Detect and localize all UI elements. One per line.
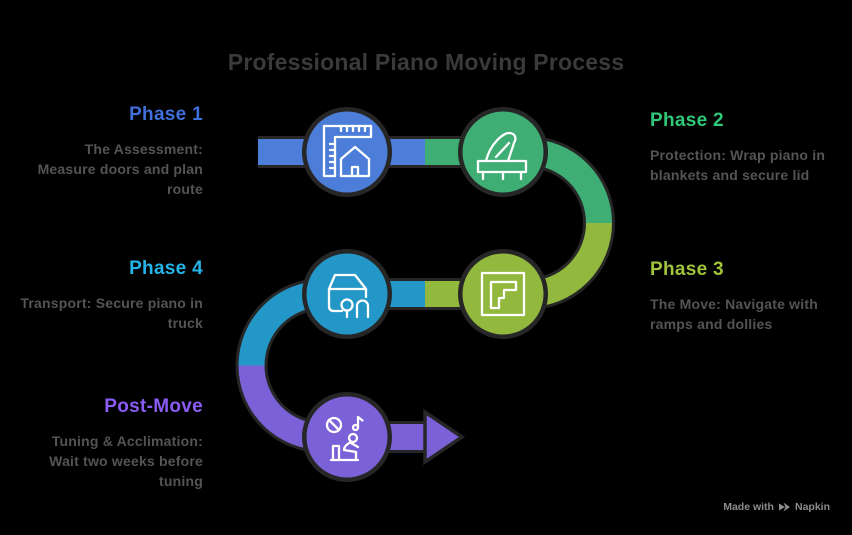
phase-4-desc-line: truck — [167, 315, 203, 331]
post-move-text-block: Post-Move Tuning & Acclimation: Wait two… — [3, 396, 203, 491]
phase-3-node — [458, 249, 548, 339]
phase-4-label: Phase 4 — [129, 258, 203, 279]
made-with-attribution[interactable]: Made with Napkin — [723, 501, 830, 513]
phase-1-desc-line: The Assessment: — [84, 141, 203, 157]
phase-4-desc-line: Transport: Secure piano in — [20, 295, 203, 311]
moving-truck-icon — [327, 273, 370, 319]
phase-4-description: Transport: Secure piano in truck — [3, 293, 203, 333]
phase-4-node — [302, 249, 392, 339]
phase-2-desc-line: Protection: Wrap piano in — [650, 147, 826, 163]
napkin-logo-icon — [778, 502, 790, 512]
post-move-desc-line: tuning — [159, 473, 203, 489]
grand-piano-icon — [476, 131, 528, 181]
phase-3-desc-line: ramps and dollies — [650, 316, 773, 332]
connector-path — [235, 136, 615, 466]
phase-1-desc-line: Measure doors and plan — [37, 161, 203, 177]
phase-2-node — [458, 107, 548, 197]
phase-nodes — [302, 107, 548, 482]
phase-1-desc-line: route — [167, 181, 203, 197]
post-move-label: Post-Move — [104, 396, 203, 417]
phase-3-desc-line: The Move: Navigate with — [650, 296, 818, 312]
napkin-brand-text: Napkin — [794, 501, 830, 513]
phase-1-description: The Assessment: Measure doors and plan r… — [3, 139, 203, 199]
ruler-house-icon — [322, 124, 373, 178]
phase-1-label: Phase 1 — [129, 104, 203, 125]
phase-1-node-circle — [306, 111, 388, 193]
phase-3-label: Phase 3 — [650, 259, 724, 280]
phase-3-description: The Move: Navigate with ramps and dollie… — [650, 294, 850, 334]
flow-arrowhead — [423, 408, 466, 466]
phase-4-node-circle — [306, 253, 388, 335]
phase-1-text-block: Phase 1 The Assessment: Measure doors an… — [3, 104, 203, 199]
post-move-node-circle — [306, 396, 388, 478]
phase-2-desc-line: blankets and secure lid — [650, 167, 810, 183]
phase-3-text-block: Phase 3 The Move: Navigate with ramps an… — [650, 259, 850, 334]
phase-4-text-block: Phase 4 Transport: Secure piano in truck — [3, 258, 203, 333]
phase-2-node-circle — [462, 111, 544, 193]
phase-2-text-block: Phase 2 Protection: Wrap piano in blanke… — [650, 110, 850, 185]
phase-2-description: Protection: Wrap piano in blankets and s… — [650, 145, 850, 185]
floor-plan-icon — [480, 271, 526, 317]
no-tuning-person-icon — [325, 415, 364, 462]
post-move-desc-line: Tuning & Acclimation: — [51, 433, 203, 449]
made-with-text: Made with — [723, 501, 774, 513]
post-move-desc-line: Wait two weeks before — [49, 453, 203, 469]
page-title: Professional Piano Moving Process — [227, 49, 625, 75]
post-move-node — [302, 392, 392, 482]
post-move-description: Tuning & Acclimation: Wait two weeks bef… — [3, 431, 203, 491]
phase-2-label: Phase 2 — [650, 110, 724, 131]
phase-1-node — [302, 107, 392, 197]
